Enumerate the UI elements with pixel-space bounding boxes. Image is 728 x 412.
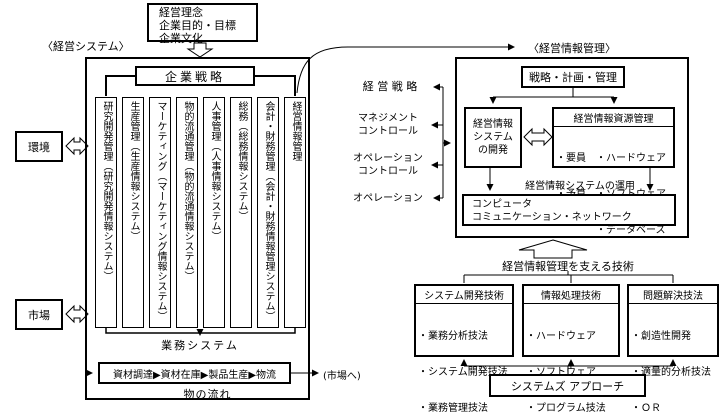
resource-box-title: 経営情報資源管理 xyxy=(554,109,673,127)
mis-outer-box xyxy=(455,57,689,238)
to-market-label: (市場へ) xyxy=(323,371,361,382)
systems-approach-box: システムズ アプローチ xyxy=(489,374,646,397)
mis-operation-caption: 経営情報システムの運用 xyxy=(525,181,635,192)
dept-column-distribution: 物的流通管理（物的流通情報システム） xyxy=(176,97,198,328)
curved-arrow-to-right-section xyxy=(296,43,515,94)
approach-bracket xyxy=(464,365,673,374)
operation-control-label: オペレーション コントロール xyxy=(353,153,423,177)
market-box: 市場 xyxy=(15,299,63,330)
tech-box-problem-solving: 問題解決技法 ・創造性開発 ・適量的分析技法 ・ＯＲ ・その他 xyxy=(627,284,719,412)
flow-of-goods-label: 物の流れ xyxy=(183,388,232,401)
dept-column-production: 生産管理（生産情報システム） xyxy=(122,97,144,328)
mis-section-label: 〈経営情報管理〉 xyxy=(528,42,616,55)
business-system-label: 業務システム xyxy=(161,339,239,352)
dept-column-rd: 研究開発管理（研究開発情報システム） xyxy=(95,97,117,328)
tech-box-1-title: システム開発技術 xyxy=(416,286,512,304)
plan-split xyxy=(493,88,614,98)
support-bracket-top xyxy=(463,271,674,283)
market-double-arrow xyxy=(65,304,89,324)
tech-box-3-items: ・創造性開発 ・適量的分析技法 ・ＯＲ ・その他 xyxy=(631,331,711,412)
tech-box-2-title: 情報処理技術 xyxy=(524,286,618,304)
tech-box-system-development: システム開発技術 ・業務分析技法 ・システム開発技法 ・業務管理技法 xyxy=(414,284,514,412)
tech-box-1-items: ・業務分析技法 ・システム開発技法 ・業務管理技法 xyxy=(418,331,508,412)
tech-box-information-processing: 情報処理技術 ・ハードウェア ・ソフトウェア ・プログラム技法 ・各種の利用技術 xyxy=(522,284,620,412)
supporting-tech-caption: 経営情報管理を支える技術 xyxy=(502,260,634,273)
material-flow-box: 資材調達▶資材在庫▶製品生産▶物流 xyxy=(98,362,291,384)
dept-column-mis: 経営情報管理 xyxy=(284,97,306,328)
dept-column-marketing: マーケティング（マーケティング情報システム） xyxy=(149,97,171,328)
computer-network-box: コンピュータ コミュニケーション・ネットワーク xyxy=(462,194,676,226)
philosophy-down-block-arrow xyxy=(186,42,214,58)
corporate-strategy-box: 企業戦略 xyxy=(135,66,255,86)
philosophy-box: 経営理念 企業目的・目標 企業文化 xyxy=(147,3,258,45)
dept-column-accounting: 会計・財務管理（会計・財務情報管理システム） xyxy=(257,97,279,328)
strategy-left-elbow xyxy=(105,75,135,96)
environment-double-arrow xyxy=(65,136,89,156)
tech-box-2-items: ・ハードウェア ・ソフトウェア ・プログラム技法 ・各種の利用技術 xyxy=(526,331,606,412)
mis-resource-management-box: 経営情報資源管理 ・要員 ・ハードウェア ・予算 ・ソフトウェア ・データベース xyxy=(552,107,675,236)
dept-column-general-affairs: 総務（総務情報システム） xyxy=(230,97,252,328)
dept-column-hr: 人事管理（人事情報システム） xyxy=(203,97,225,328)
environment-box: 環境 xyxy=(15,131,63,162)
mis-development-box: 経営情報 システム の開発 xyxy=(464,107,522,168)
management-system-label: 〈経営システム〉 xyxy=(42,40,130,53)
management-control-label: マネジメント コントロール xyxy=(358,113,418,137)
operation-level-label: オペレーション xyxy=(353,193,423,204)
tech-box-3-title: 問題解決技法 xyxy=(629,286,717,304)
strategy-plan-management-box: 戦略・計画・管理 xyxy=(521,66,625,88)
strategy-level-label: 経 営 戦 略 xyxy=(362,80,418,93)
strategy-right-elbow xyxy=(255,75,296,96)
support-up-block-arrow xyxy=(518,239,588,259)
management-system-outer-box xyxy=(85,57,310,400)
